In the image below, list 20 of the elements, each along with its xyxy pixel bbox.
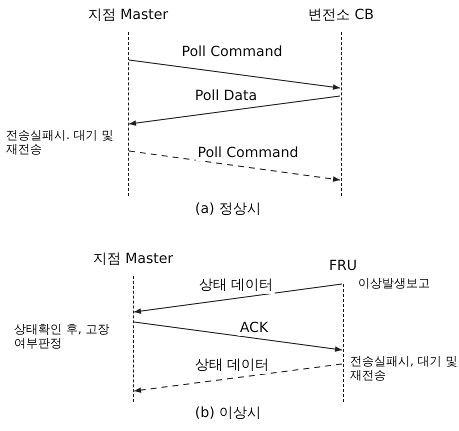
- figure-caption: (b) 이상시: [194, 406, 262, 420]
- message-label: ACK: [238, 320, 270, 336]
- note-text: 상태확인 후, 고장여부판정: [14, 322, 110, 350]
- figure-caption: (a) 정상시: [194, 202, 262, 216]
- participant-name: 변전소 CB: [307, 6, 375, 24]
- participant-name: 지점 Master: [92, 250, 174, 268]
- message-label: Poll Command: [196, 145, 300, 161]
- message-arrow: [128, 60, 340, 90]
- participant-name: FRU: [328, 258, 358, 274]
- message-arrow: [128, 96, 340, 126]
- message-arrow: [134, 284, 342, 314]
- message-arrow: [134, 322, 342, 352]
- note-text: 전송실패시. 대기 및 재전송: [6, 128, 114, 156]
- note-text: 이상발생보고: [358, 276, 431, 290]
- message-label: 상태 데이터: [196, 276, 276, 294]
- message-label: 상태 데이터: [192, 356, 272, 374]
- note-text: 전송실패시, 대기 및 재전송: [350, 354, 458, 382]
- message-arrow: [134, 364, 342, 393]
- participant-name: 지점 Master: [86, 6, 170, 24]
- message-arrow: [128, 150, 340, 182]
